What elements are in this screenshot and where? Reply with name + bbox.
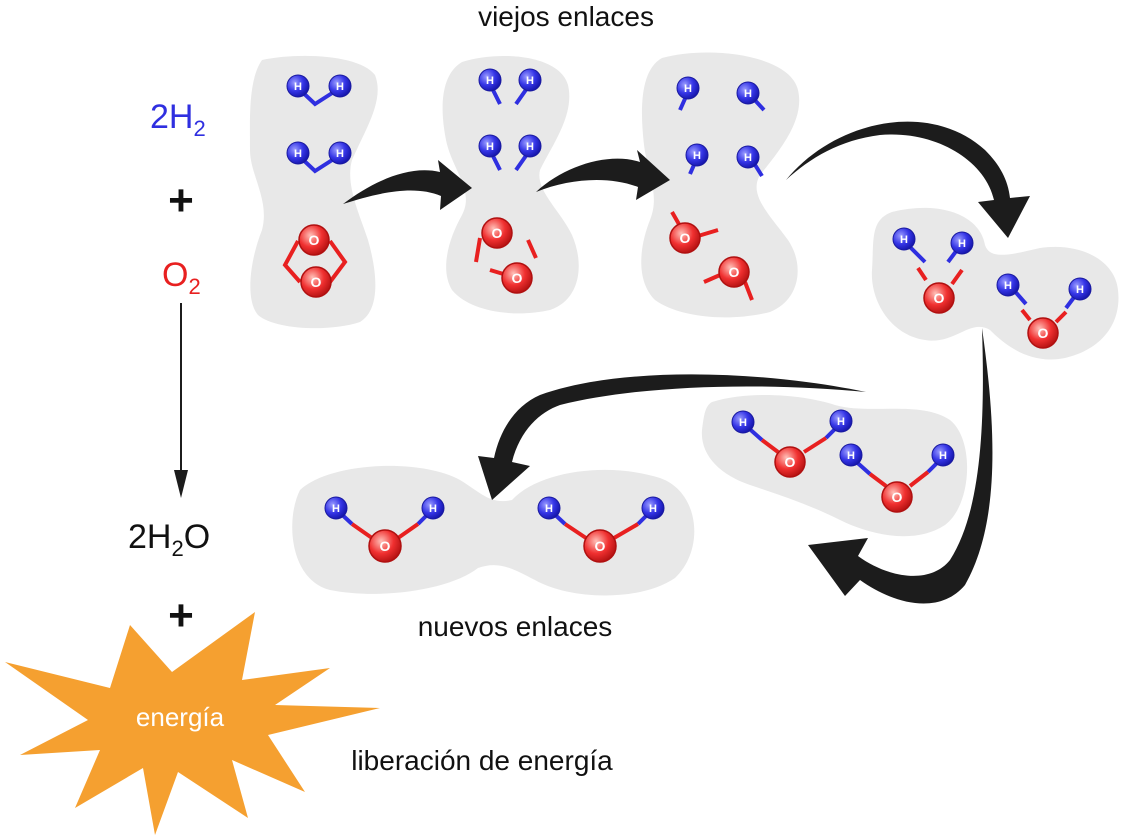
free-oxygen-atoms: O O — [669, 211, 754, 301]
svg-text:H: H — [958, 238, 966, 250]
o2-subscript: 2 — [188, 274, 200, 299]
svg-text:H: H — [545, 503, 553, 515]
free-hydrogen-atoms: H H H H — [676, 76, 766, 178]
equation-arrow — [174, 303, 188, 498]
arrow-step3 — [786, 121, 1030, 238]
svg-text:H: H — [336, 148, 344, 160]
svg-text:O: O — [680, 230, 691, 246]
svg-text:O: O — [595, 538, 606, 554]
svg-text:O: O — [492, 225, 503, 241]
new-water-molecule: H H O — [731, 409, 853, 478]
svg-text:H: H — [693, 150, 701, 162]
reactant-h2-molecule: H H — [286, 74, 352, 107]
reactant-o2-molecule: O O — [282, 224, 348, 298]
o2-formula: O2 — [162, 256, 201, 299]
svg-text:H: H — [486, 75, 494, 87]
arrow-step5 — [478, 374, 866, 500]
svg-text:H: H — [486, 141, 494, 153]
svg-text:H: H — [1076, 284, 1084, 296]
new-water-molecule: H H O — [839, 443, 955, 513]
svg-text:H: H — [847, 450, 855, 462]
forming-water-molecule: H H O — [996, 273, 1092, 349]
svg-text:H: H — [1004, 280, 1012, 292]
product-water-molecule: H H O — [324, 496, 445, 563]
water-oxygen: O — [184, 518, 210, 556]
arrow-step2 — [536, 150, 670, 200]
water-coefficient: 2H — [128, 518, 171, 556]
svg-text:O: O — [934, 290, 945, 306]
stretched-h2-molecule: H H — [478, 134, 542, 172]
svg-text:O: O — [380, 538, 391, 554]
old-bonds-label: viejos enlaces — [478, 1, 654, 32]
svg-text:O: O — [892, 489, 903, 505]
stretched-h2-molecule: H H — [478, 68, 542, 106]
svg-text:H: H — [429, 503, 437, 515]
stretched-o2-molecule: O O — [474, 217, 538, 294]
svg-text:H: H — [526, 141, 534, 153]
water-formula: 2H2O — [128, 518, 210, 561]
svg-text:H: H — [332, 503, 340, 515]
svg-text:H: H — [837, 416, 845, 428]
energy-burst-label: energía — [136, 702, 225, 732]
reaction-arrows — [343, 121, 1030, 604]
reactant-h2-molecule: H H — [286, 141, 352, 174]
molecules: H H H H O O H H H — [282, 68, 1092, 563]
svg-text:H: H — [649, 503, 657, 515]
svg-text:O: O — [729, 264, 740, 280]
product-water-molecule: H H O — [537, 496, 665, 563]
plus-sign-top: + — [168, 176, 194, 225]
arrow-step1 — [343, 160, 472, 210]
svg-text:H: H — [294, 81, 302, 93]
svg-text:H: H — [744, 88, 752, 100]
svg-text:O: O — [309, 232, 320, 248]
svg-text:H: H — [684, 83, 692, 95]
svg-text:O: O — [311, 274, 322, 290]
h2-subscript: 2 — [193, 116, 205, 141]
o2-main: O — [162, 256, 188, 294]
energy-release-label: liberación de energía — [351, 745, 613, 776]
h2-formula: 2H2 — [150, 98, 206, 141]
svg-text:O: O — [785, 454, 796, 470]
svg-text:H: H — [900, 234, 908, 246]
svg-text:O: O — [512, 270, 523, 286]
svg-text:H: H — [526, 75, 534, 87]
forming-water-molecule: H H O — [892, 227, 974, 314]
svg-text:H: H — [294, 148, 302, 160]
new-bonds-label: nuevos enlaces — [418, 611, 613, 642]
svg-text:H: H — [939, 450, 947, 462]
water-subscript: 2 — [171, 536, 183, 561]
plus-sign-bottom: + — [168, 591, 194, 640]
molecule-clouds — [249, 52, 1119, 596]
energy-burst — [5, 612, 380, 835]
svg-text:H: H — [336, 81, 344, 93]
cloud-products — [292, 465, 695, 596]
svg-text:O: O — [1038, 325, 1049, 341]
svg-text:H: H — [739, 417, 747, 429]
svg-text:H: H — [744, 152, 752, 164]
h2-coefficient: 2H — [150, 98, 193, 136]
